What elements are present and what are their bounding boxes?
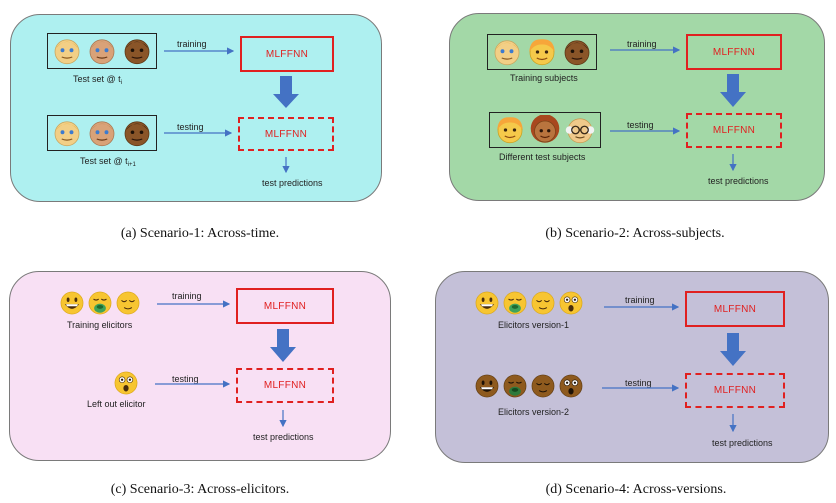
train-subjects-group: [487, 34, 597, 70]
model-box-train: MLFFNN: [240, 36, 334, 72]
test-subjects-group: [489, 112, 601, 148]
test-predictions-label: test predictions: [262, 178, 323, 188]
panel-scenario-4: [435, 271, 829, 463]
model-box-test: MLFFNN: [238, 117, 334, 151]
test-label: Test set @ ti+1: [80, 156, 136, 168]
v1-label: Elicitors version-1: [498, 320, 570, 330]
caption-scenario-3: (c) Scenario-3: Across-elicitors.: [110, 482, 290, 497]
v2-label: Elicitors version-2: [498, 407, 570, 417]
testing-arrow-label: testing: [625, 378, 652, 388]
testing-arrow-label: testing: [177, 122, 204, 132]
down-block-arrow-icon: [720, 333, 746, 366]
train-label: Test set @ ti: [73, 74, 122, 86]
test-label: Left out elicitor: [87, 399, 146, 409]
model-box-test: MLFFNN: [236, 368, 334, 403]
down-block-arrow-icon: [270, 329, 296, 362]
test-subjects-group: [47, 115, 157, 151]
model-box-train: MLFFNN: [236, 288, 334, 324]
caption-scenario-2: (b) Scenario-2: Across-subjects.: [545, 226, 725, 241]
test-predictions-label: test predictions: [712, 438, 773, 448]
training-arrow-label: training: [625, 295, 655, 305]
training-arrow-label: training: [172, 291, 202, 301]
down-block-arrow-icon: [273, 76, 299, 108]
model-box-train: MLFFNN: [685, 291, 785, 327]
train-subjects-group: [47, 33, 157, 69]
testing-arrow-label: testing: [172, 374, 199, 384]
model-box-train: MLFFNN: [686, 34, 782, 70]
testing-arrow-label: testing: [627, 120, 654, 130]
training-arrow-label: training: [627, 39, 657, 49]
caption-scenario-1: (a) Scenario-1: Across-time.: [120, 226, 280, 241]
model-box-test: MLFFNN: [685, 373, 785, 408]
train-label: Training subjects: [510, 73, 578, 83]
test-label: Different test subjects: [499, 152, 586, 162]
test-predictions-label: test predictions: [708, 176, 769, 186]
train-label: Training elicitors: [67, 320, 133, 330]
down-block-arrow-icon: [720, 74, 746, 107]
training-arrow-label: training: [177, 39, 207, 49]
test-predictions-label: test predictions: [253, 432, 314, 442]
model-box-test: MLFFNN: [686, 113, 782, 148]
caption-scenario-4: (d) Scenario-4: Across-versions.: [545, 482, 727, 497]
